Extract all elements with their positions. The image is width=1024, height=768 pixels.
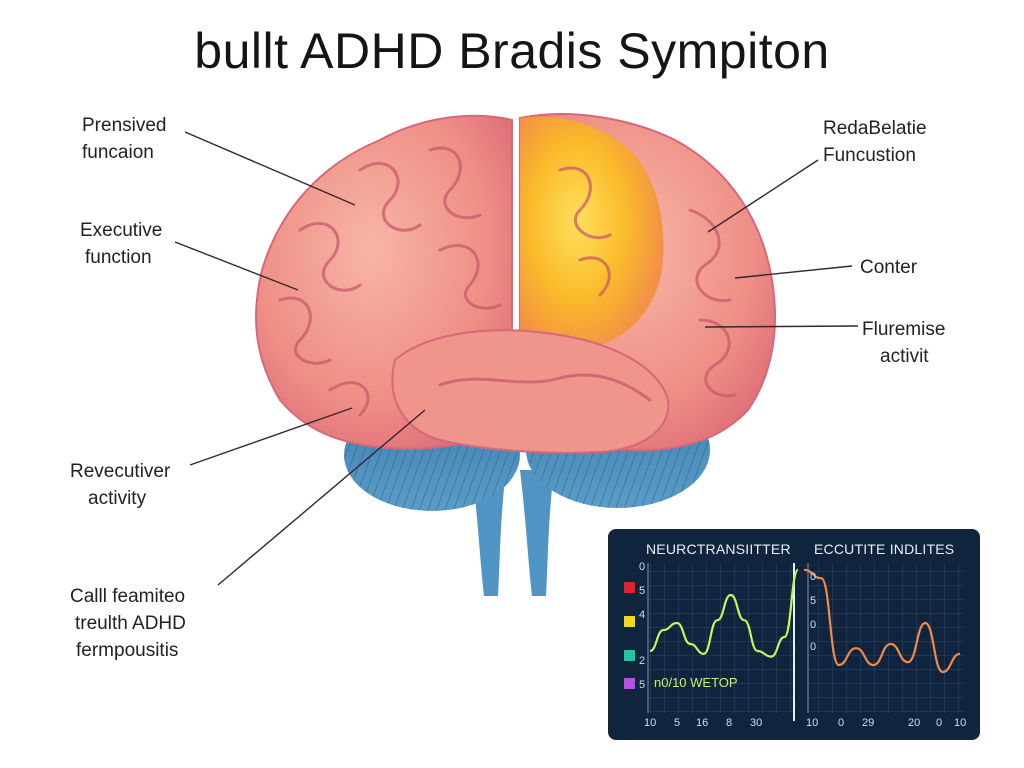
legend-swatch-yellow xyxy=(624,616,635,627)
leader-line-redabelatie xyxy=(708,160,818,232)
y-tick: 0 xyxy=(639,561,645,573)
right-y-tick: 5 xyxy=(810,595,816,607)
x-tick-right: 10 xyxy=(954,717,966,729)
right-y-tick: 0 xyxy=(810,641,816,653)
right-y-tick: 0 xyxy=(810,571,816,583)
leader-line-executive xyxy=(175,242,298,290)
label-text: Calll feamiteo xyxy=(70,583,186,610)
x-tick-right: 10 xyxy=(806,717,818,729)
label-text: Prensived xyxy=(82,112,167,139)
x-tick-left: 10 xyxy=(644,717,656,729)
panel-title-left: NEURCTRANSIITTER xyxy=(646,541,791,557)
label-text: Executive xyxy=(80,217,162,244)
label-text: Revecutiver xyxy=(70,458,170,485)
label-redabelatie-funcustion: RedaBelatie Funcustion xyxy=(823,115,927,169)
label-text: Fluremise xyxy=(862,316,945,343)
label-fluremise-activit: Fluremise activit xyxy=(862,316,945,370)
leader-line-perceived xyxy=(185,132,355,205)
label-text: activit xyxy=(862,343,945,370)
legend-swatch-teal xyxy=(624,650,635,661)
leader-line-call xyxy=(218,410,425,585)
x-tick-left: 5 xyxy=(674,717,680,729)
chart-svg xyxy=(608,529,980,740)
x-tick-left: 8 xyxy=(726,717,732,729)
label-call-feamiteo: Calll feamiteo treulth ADHD fermpousitis xyxy=(70,583,186,664)
y-tick: 4 xyxy=(639,609,645,621)
left-plot-grid xyxy=(648,563,794,713)
label-text: funcaion xyxy=(82,139,167,166)
legend-swatch-purple xyxy=(624,678,635,689)
leader-line-fluremise xyxy=(705,326,858,327)
label-executive-function: Executive function xyxy=(80,217,162,271)
overlay-readout: n0/10 WETOP xyxy=(654,675,738,690)
x-tick-left: 30 xyxy=(750,717,762,729)
y-tick: 5 xyxy=(639,585,645,597)
label-conter: Conter xyxy=(860,254,917,281)
x-tick-right: 20 xyxy=(908,717,920,729)
x-tick-right: 0 xyxy=(838,717,844,729)
label-text: Funcustion xyxy=(823,142,927,169)
label-text: RedaBelatie xyxy=(823,115,927,142)
label-revecutiver-activity: Revecutiver activity xyxy=(70,458,170,512)
panel-title-right: ECCUTITE INDLITES xyxy=(814,541,954,557)
neurotransmitter-chart-panel: NEURCTRANSIITTER ECCUTITE INDLITES 0 5 4… xyxy=(608,529,980,740)
label-text: function xyxy=(80,244,162,271)
leader-line-revecutiver xyxy=(190,408,352,465)
label-text: treulth ADHD xyxy=(70,610,186,637)
label-text: activity xyxy=(70,485,170,512)
right-y-tick: 0 xyxy=(810,619,816,631)
leader-line-conter xyxy=(735,266,852,278)
label-text: Conter xyxy=(860,254,917,281)
legend-swatch-red xyxy=(624,582,635,593)
x-tick-left: 16 xyxy=(696,717,708,729)
y-tick: 2 xyxy=(639,655,645,667)
label-perceived-function: Prensived funcaion xyxy=(82,112,167,166)
x-tick-right: 0 xyxy=(936,717,942,729)
x-tick-right: 29 xyxy=(862,717,874,729)
label-text: fermpousitis xyxy=(70,637,186,664)
y-tick: 5 xyxy=(639,679,645,691)
